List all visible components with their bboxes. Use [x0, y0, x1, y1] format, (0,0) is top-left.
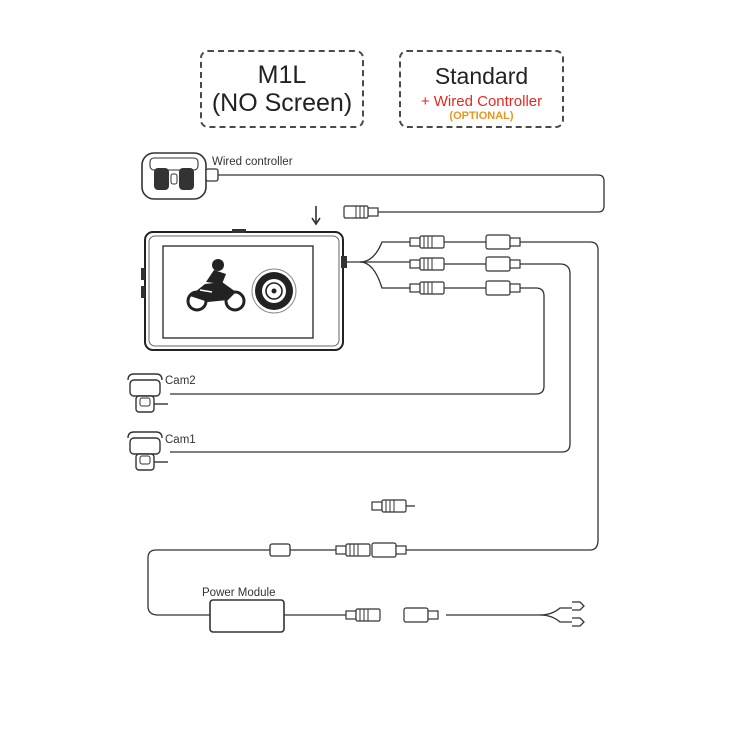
controller-connector	[343, 205, 379, 219]
variant-standard-box: Standard + Wired Controller (OPTIONAL)	[399, 50, 564, 128]
power-connector-male	[335, 543, 371, 557]
label-power-module: Power Module	[202, 587, 276, 599]
harness-connector-2-male	[409, 257, 445, 271]
cam1-camera	[127, 431, 169, 471]
fuse-terminal-icon	[572, 601, 585, 627]
variant-standard-note: (OPTIONAL)	[449, 110, 514, 122]
variant-standard-addon: + Wired Controller	[420, 93, 543, 110]
power-module-box	[209, 599, 285, 633]
dvr-device	[141, 229, 347, 351]
cable-connector-2-female	[485, 256, 521, 272]
variant-m1l-box: M1L (NO Screen)	[200, 50, 364, 128]
cable-connector-1-female	[485, 234, 521, 250]
label-wired-controller: Wired controller	[212, 156, 293, 168]
power-module-connector-male	[345, 608, 381, 622]
power-module-connector-female	[403, 607, 439, 623]
label-cam1: Cam1	[165, 434, 196, 446]
wired-controller-device	[141, 152, 219, 200]
cam2-camera	[127, 373, 169, 413]
harness-connector-1-male	[409, 235, 445, 249]
label-cam2: Cam2	[165, 375, 196, 387]
variant-standard-title: Standard	[434, 63, 529, 89]
down-arrow-icon	[311, 206, 321, 226]
power-connector-female	[371, 542, 407, 558]
lens-logo-icon	[251, 268, 297, 314]
harness-connector-3-male	[409, 281, 445, 295]
variant-m1l-subtitle: (NO Screen)	[211, 89, 353, 117]
variant-m1l-title: M1L	[257, 61, 307, 89]
cables	[147, 168, 605, 623]
inline-coupler	[269, 543, 291, 557]
spare-connector	[371, 499, 407, 513]
motorcycle-rider-icon	[186, 259, 246, 312]
cable-connector-3-female	[485, 280, 521, 296]
